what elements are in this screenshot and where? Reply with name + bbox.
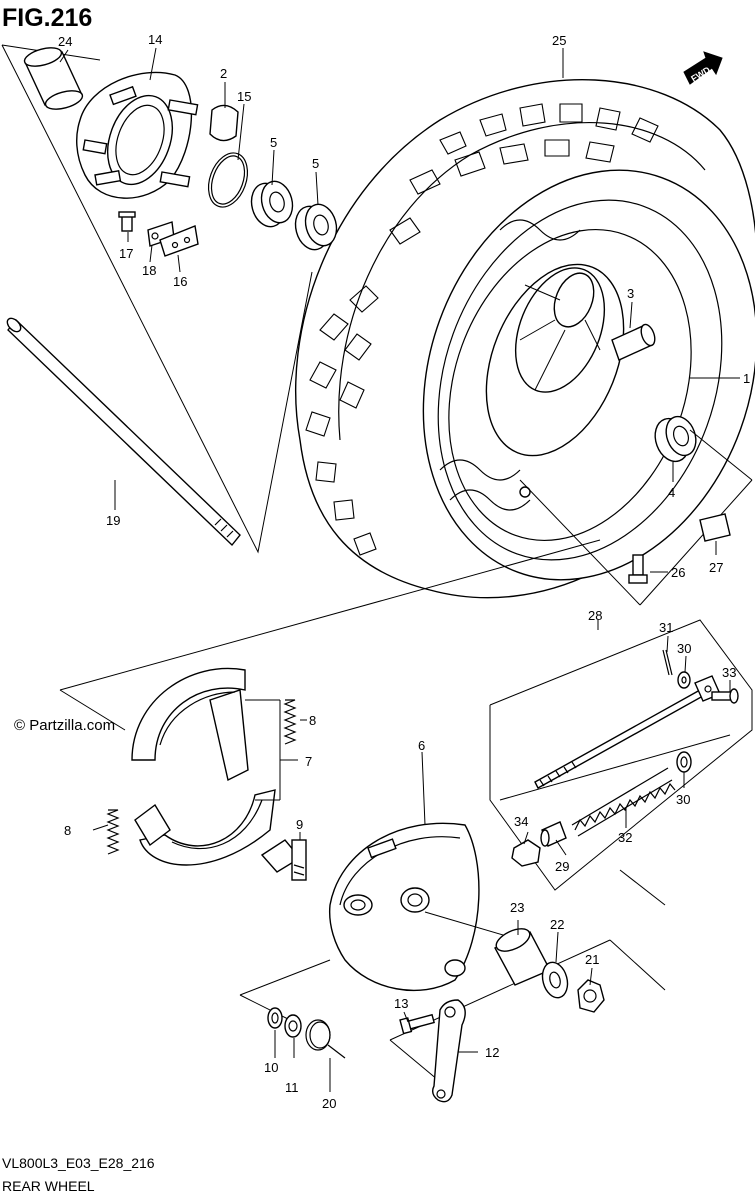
callout-8a: 8 bbox=[309, 713, 316, 728]
spacer-tube bbox=[611, 323, 656, 361]
callout-16: 16 bbox=[173, 274, 187, 289]
callout-33: 33 bbox=[722, 665, 736, 680]
leader-lines bbox=[59, 47, 740, 1092]
return-spring bbox=[305, 1019, 346, 1059]
callout-19: 19 bbox=[106, 513, 120, 528]
callout-7: 7 bbox=[305, 754, 312, 769]
sprocket-hub bbox=[76, 71, 199, 199]
callout-12: 12 bbox=[485, 1045, 499, 1060]
callout-3: 3 bbox=[627, 286, 634, 301]
valve-cap bbox=[699, 513, 731, 542]
rear-axle bbox=[6, 317, 241, 547]
brake-shoe-lower bbox=[134, 789, 276, 866]
callout-22: 22 bbox=[550, 917, 564, 932]
brake-shoe-upper bbox=[131, 667, 249, 782]
axle-washer bbox=[541, 961, 569, 999]
brake-cam-lever bbox=[431, 999, 466, 1103]
callout-29: 29 bbox=[555, 859, 569, 874]
callout-21: 21 bbox=[585, 952, 599, 967]
fwd-arrow-icon: FWD bbox=[683, 51, 723, 85]
circlip bbox=[267, 1007, 283, 1029]
washer-small bbox=[284, 1014, 302, 1038]
callout-18: 18 bbox=[142, 263, 156, 278]
callout-numbers: 24 14 2 15 5 5 17 18 16 25 1 3 4 19 26 2… bbox=[58, 32, 750, 1111]
callout-1: 1 bbox=[743, 371, 750, 386]
callout-30a: 30 bbox=[677, 641, 691, 656]
adjuster-nut bbox=[511, 839, 541, 867]
figure-title: FIG.216 bbox=[2, 4, 92, 32]
callout-14: 14 bbox=[148, 32, 162, 47]
callout-31: 31 bbox=[659, 620, 673, 635]
callout-4: 4 bbox=[668, 485, 675, 500]
callout-23: 23 bbox=[510, 900, 524, 915]
rod-spring bbox=[571, 767, 676, 837]
callout-11: 11 bbox=[285, 1080, 299, 1095]
hub-sleeve bbox=[23, 47, 84, 110]
joint-pin bbox=[540, 821, 567, 847]
collar bbox=[494, 928, 551, 986]
cotter-pin bbox=[662, 649, 673, 676]
brake-rod-panel bbox=[489, 619, 753, 891]
brake-cam bbox=[260, 839, 307, 881]
callout-20: 20 bbox=[322, 1096, 336, 1111]
watermark: © Partzilla.com bbox=[14, 717, 115, 734]
callout-34: 34 bbox=[514, 814, 528, 829]
callout-32: 32 bbox=[618, 830, 632, 845]
wheel-bearing-right bbox=[654, 415, 697, 463]
shoe-spring-upper bbox=[283, 699, 297, 745]
small-bolt bbox=[118, 211, 136, 232]
callout-6: 6 bbox=[418, 738, 425, 753]
callout-10: 10 bbox=[264, 1060, 278, 1075]
callout-15: 15 bbox=[237, 89, 251, 104]
brake-rod bbox=[534, 675, 721, 789]
lever-bolt bbox=[399, 1013, 435, 1035]
rod-washer-upper bbox=[677, 671, 691, 689]
tire-valve bbox=[628, 554, 668, 584]
callout-28: 28 bbox=[588, 608, 602, 623]
callout-25: 25 bbox=[552, 33, 566, 48]
callout-9: 9 bbox=[296, 817, 303, 832]
tire-tread-pattern bbox=[305, 103, 659, 556]
hub-bearing-left bbox=[250, 180, 294, 228]
callout-8b: 8 bbox=[64, 823, 71, 838]
footer-section-title: REAR WHEEL bbox=[2, 1178, 95, 1194]
axle-nut bbox=[577, 979, 605, 1013]
callout-24: 24 bbox=[58, 34, 72, 49]
o-ring bbox=[207, 152, 249, 208]
shoe-spring-lower bbox=[106, 809, 120, 855]
hub-bearing-center bbox=[294, 203, 338, 251]
callout-17: 17 bbox=[119, 246, 133, 261]
hub-cushion bbox=[209, 104, 239, 142]
callout-5a: 5 bbox=[270, 135, 277, 150]
callout-26: 26 bbox=[671, 565, 685, 580]
callout-27: 27 bbox=[709, 560, 723, 575]
callout-30b: 30 bbox=[676, 792, 690, 807]
callout-5b: 5 bbox=[312, 156, 319, 171]
callout-2: 2 bbox=[220, 66, 227, 81]
rod-washer-lower bbox=[676, 751, 692, 773]
clevis-pin bbox=[711, 688, 739, 704]
footer-model-code: VL800L3_E03_E28_216 bbox=[2, 1155, 155, 1171]
callout-13: 13 bbox=[394, 996, 408, 1011]
brake-panel bbox=[328, 822, 480, 992]
lock-plate bbox=[159, 225, 199, 257]
